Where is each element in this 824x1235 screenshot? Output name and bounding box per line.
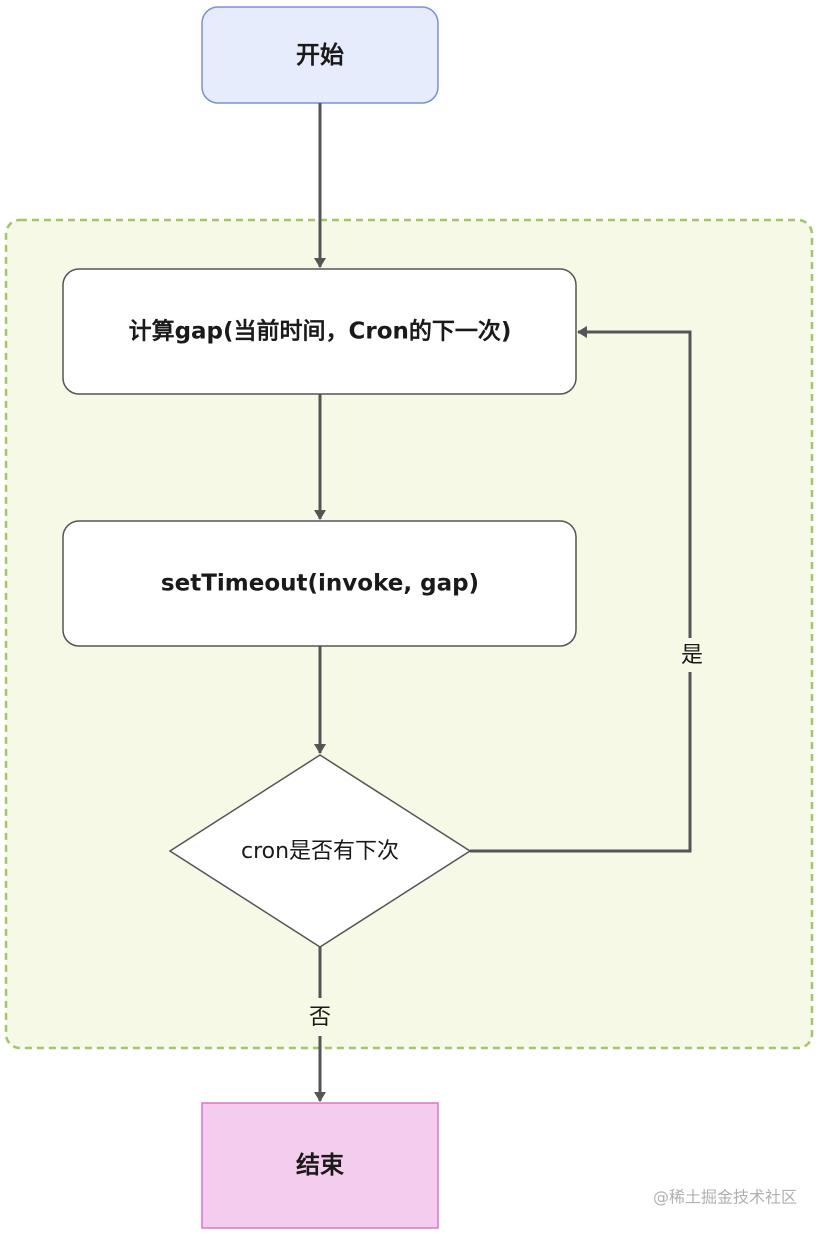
no-label-bg xyxy=(306,998,334,1036)
end-node[interactable]: 结束 xyxy=(201,1102,439,1229)
set-timeout-node-label: setTimeout(invoke, gap) xyxy=(161,571,479,597)
yes-label: 是 xyxy=(681,643,703,668)
set-timeout-node[interactable]: setTimeout(invoke, gap) xyxy=(62,520,577,647)
compute-gap-node[interactable]: 计算gap(当前时间，Cron的下一次) xyxy=(62,268,577,395)
decision-node-label: cron是否有下次 xyxy=(241,839,399,864)
no-label: 否 xyxy=(309,1005,331,1030)
end-node-label: 结束 xyxy=(296,1151,345,1179)
edge-decision-yes-loop xyxy=(470,326,692,853)
end-node-box xyxy=(201,1102,439,1229)
compute-gap-node-label: 计算gap(当前时间，Cron的下一次) xyxy=(129,318,512,345)
start-node[interactable]: 开始 xyxy=(201,6,439,104)
start-node-label: 开始 xyxy=(296,41,344,69)
yes-label-bg xyxy=(678,638,704,672)
watermark-text: @稀土掘金技术社区 xyxy=(653,1188,797,1207)
